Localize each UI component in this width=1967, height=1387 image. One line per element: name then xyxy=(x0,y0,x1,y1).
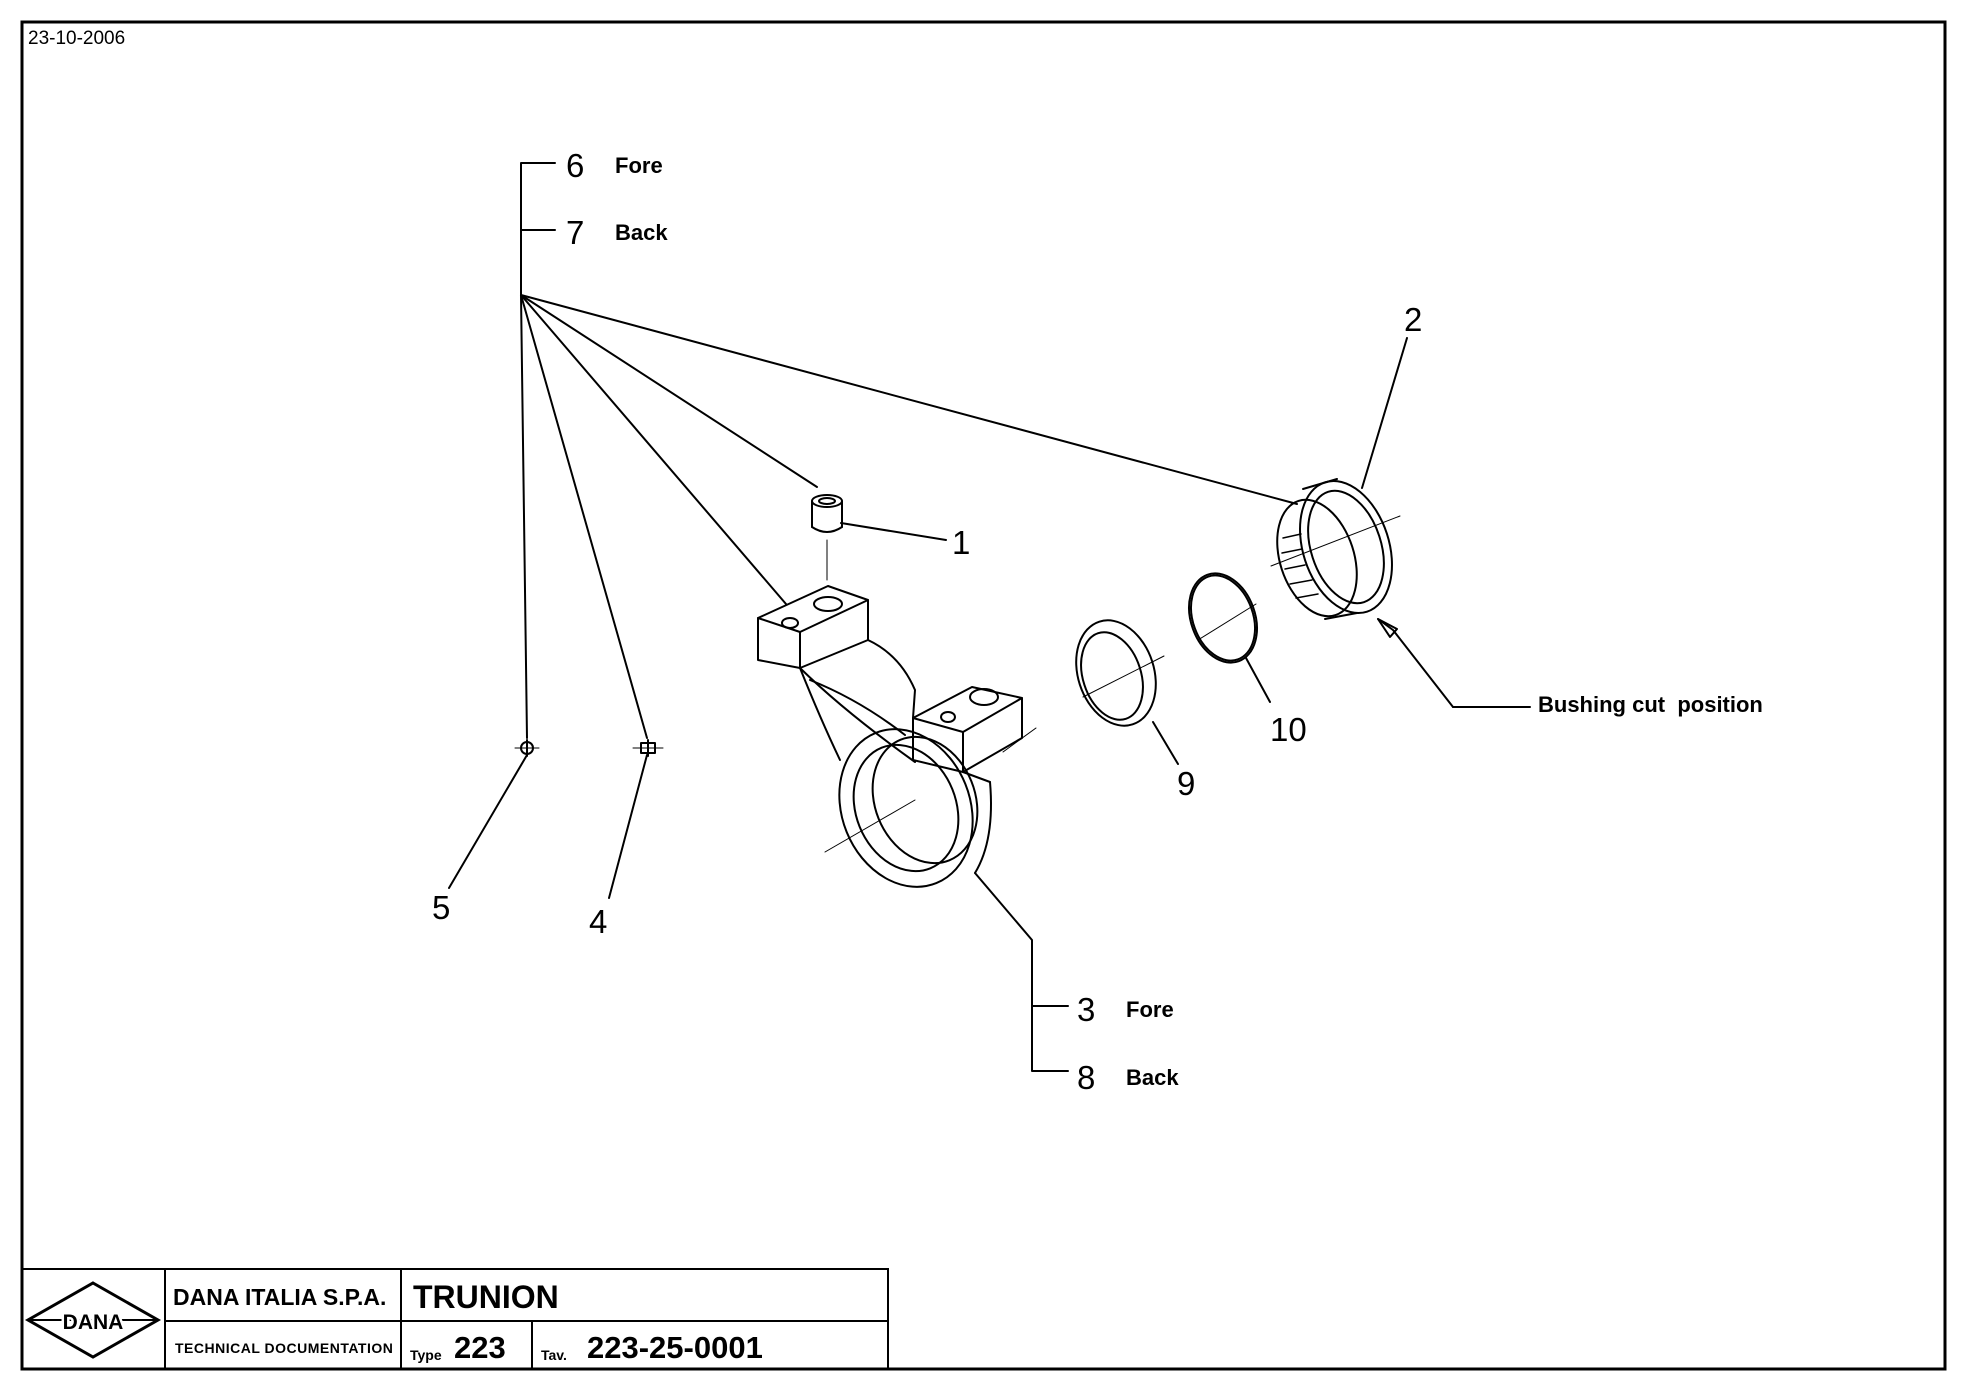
part-1-sleeve xyxy=(811,494,843,581)
callout-7-note: Back xyxy=(615,220,668,245)
callout-9: 9 xyxy=(1177,765,1196,802)
sheet-border xyxy=(20,20,1947,1371)
bushing-cut-note: Bushing cut position xyxy=(1538,692,1763,717)
tav-value: 223-25-0001 xyxy=(587,1330,763,1365)
part-5-grease-nipple xyxy=(514,739,540,757)
technical-documentation-label: TECHNICAL DOCUMENTATION xyxy=(175,1340,394,1356)
callout-6: 6 xyxy=(566,147,585,184)
company-name: DANA ITALIA S.P.A. xyxy=(173,1284,387,1310)
callout-5: 5 xyxy=(432,889,451,926)
callout-10: 10 xyxy=(1270,711,1307,748)
part-9-ring xyxy=(1075,619,1165,727)
drawing-date: 23-10-2006 xyxy=(28,28,126,49)
leader-lines xyxy=(448,162,1531,1072)
callout-1: 1 xyxy=(952,524,971,561)
type-label: Type xyxy=(410,1347,442,1363)
drawing-title: TRUNION xyxy=(413,1279,559,1315)
callout-8-note: Back xyxy=(1126,1065,1179,1090)
callout-3: 3 xyxy=(1077,991,1096,1028)
callout-7: 7 xyxy=(566,214,585,251)
part-4-grease-nipple xyxy=(632,739,664,757)
svg-text:DANA: DANA xyxy=(63,1311,124,1334)
callout-6-note: Fore xyxy=(615,153,663,178)
trunnion-body xyxy=(757,585,1037,888)
type-value: 223 xyxy=(454,1330,506,1365)
title-block-frame xyxy=(21,1268,889,1370)
callout-3-note: Fore xyxy=(1126,997,1174,1022)
part-10-oring xyxy=(1188,572,1258,664)
part-2-bushing xyxy=(1270,478,1401,620)
callout-4: 4 xyxy=(589,903,608,940)
tav-label: Tav. xyxy=(541,1347,567,1363)
callout-8: 8 xyxy=(1077,1059,1096,1096)
dana-logo: DANA xyxy=(24,1281,162,1359)
callout-2: 2 xyxy=(1404,301,1423,338)
